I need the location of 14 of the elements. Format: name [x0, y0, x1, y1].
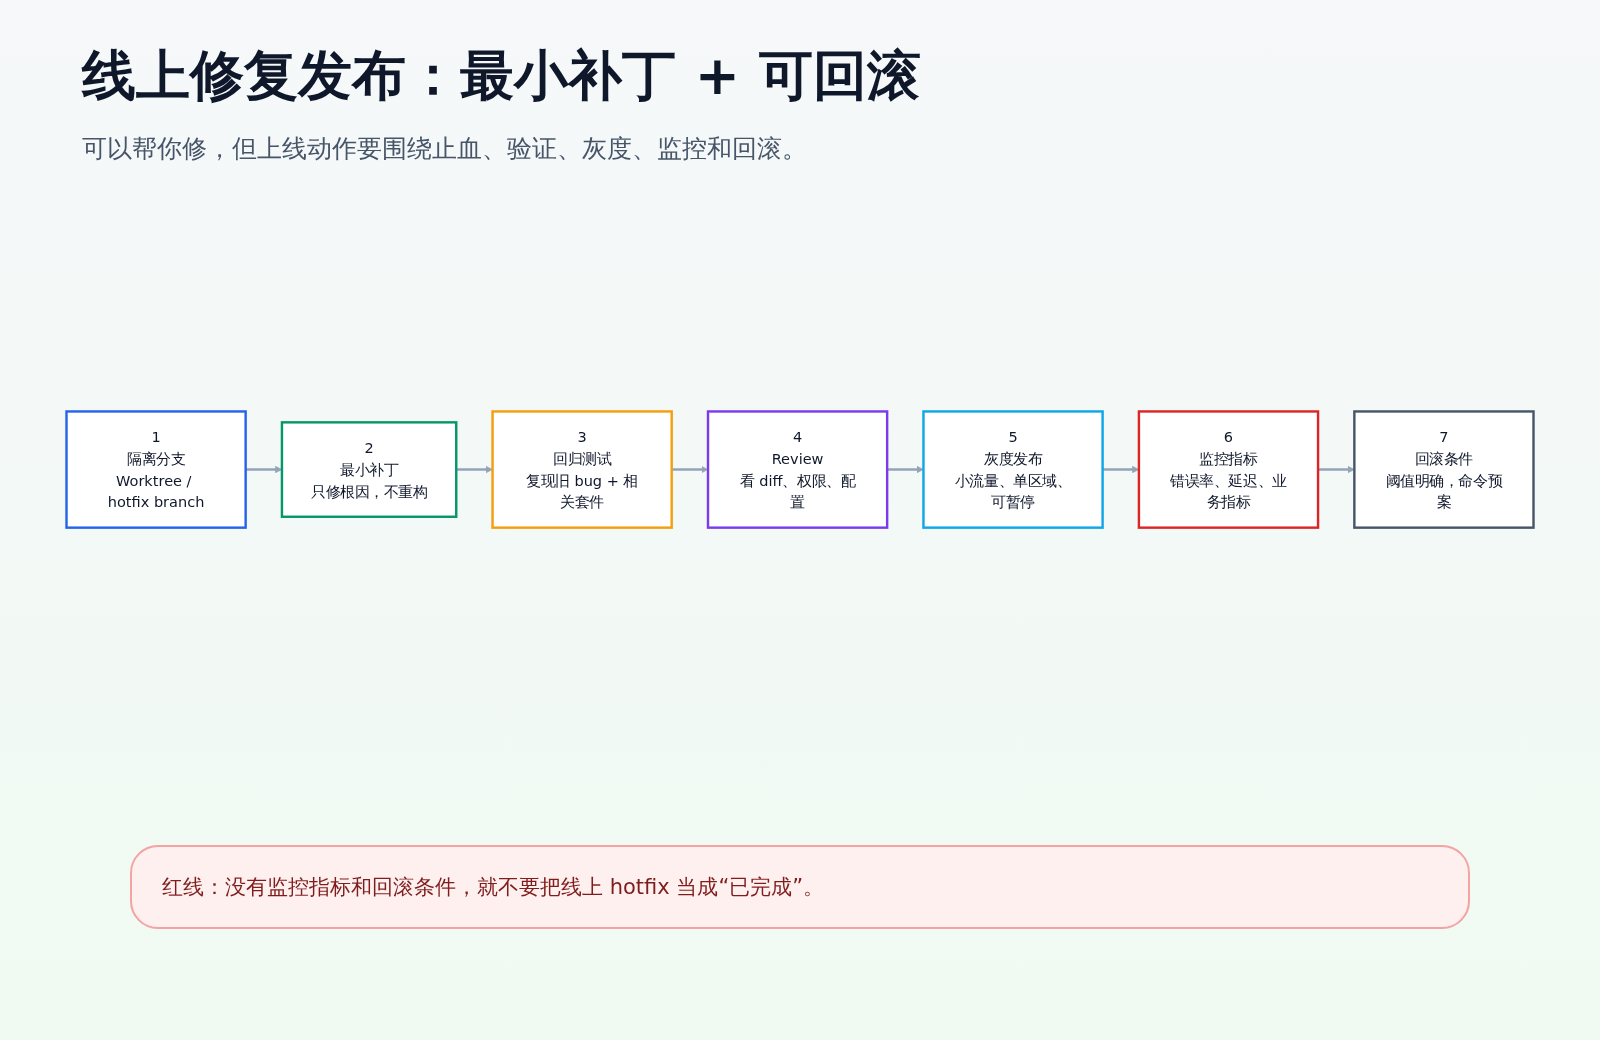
node-box: 6 监控指标 错误率、延迟、业务指标 — [1137, 410, 1320, 530]
node-box: 5 灰度发布 小流量、单区域、可暂停 — [922, 410, 1104, 530]
arrow — [887, 466, 924, 474]
arrow — [1318, 466, 1355, 474]
node-box: 1 隔离分支 Worktree / hotfix branch — [65, 410, 247, 530]
arrow — [671, 466, 709, 474]
node-box: 7 回滚条件 阈值明确，命令预案 — [1353, 410, 1535, 530]
node-box: 3 回归测试 复现旧 bug + 相关套件 — [491, 410, 673, 530]
title: 线上修复发布：最小补丁 + 可回滚 — [82, 43, 921, 109]
node-box: 4 Review 看 diff、权限、配置 — [706, 410, 889, 530]
subtitle: 可以帮你修，但上线动作要围绕止血、验证、灰度、监控和回滚。 — [82, 133, 807, 165]
warning-note: 红线：没有监控指标和回滚条件，就不要把线上 hotfix 当成“已完成”。 — [130, 845, 1470, 929]
node-box: 2 最小补丁 只修根因，不重构 — [280, 421, 458, 519]
arrow — [456, 466, 493, 474]
